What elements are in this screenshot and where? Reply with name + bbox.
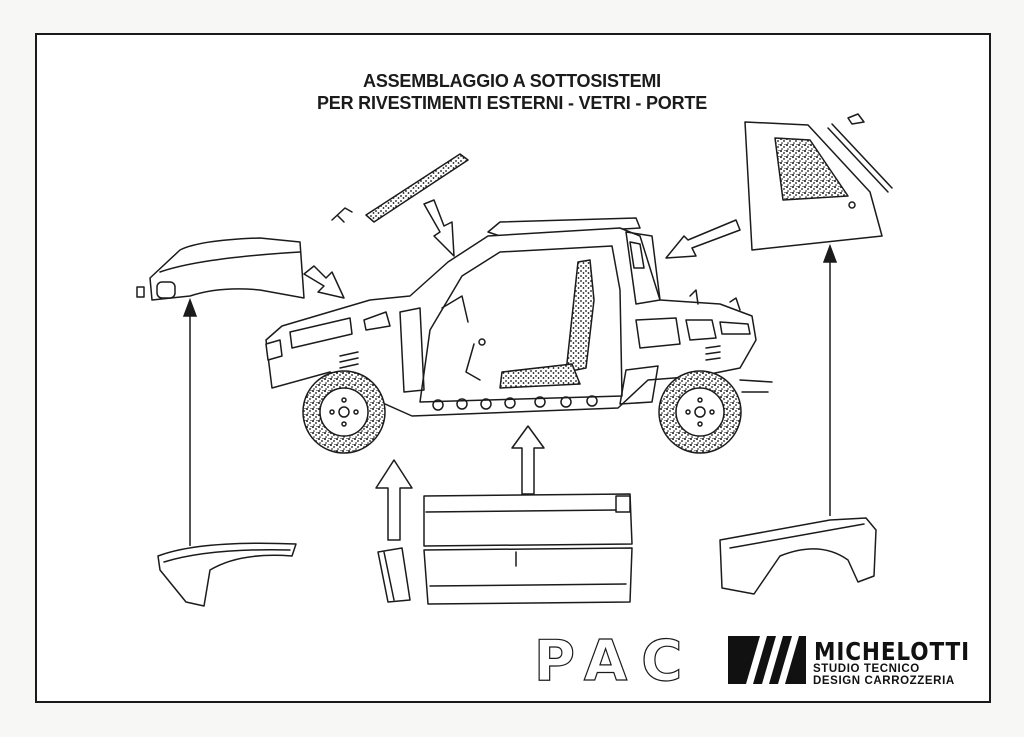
rear-wheel (658, 370, 742, 454)
front-wheel (302, 370, 386, 454)
arrow-to-a-pillar (423, 199, 455, 257)
arrow-sill-up (375, 459, 413, 541)
rear-quarter-window-panel (744, 113, 893, 251)
pac-logo: PAC (533, 628, 696, 694)
title-line-2: PER RIVESTIMENTI ESTERNI - VETRI - PORTE (316, 93, 708, 113)
arrow-door-up (511, 425, 545, 495)
diagram-title: ASSEMBLAGGIO A SOTTOSISTEMI PER RIVESTIM… (0, 70, 1024, 114)
brand-subtitle-line-1: STUDIO TECNICO (813, 663, 920, 675)
seat (499, 259, 595, 389)
arrow-front-arch-up (182, 297, 198, 546)
arrow-to-fender (303, 265, 345, 299)
vehicle-chassis (265, 217, 773, 417)
sill-side-piece (377, 547, 411, 603)
front-fender-panel (136, 237, 305, 301)
front-wheel-arch-panel (157, 542, 297, 607)
pac-logo-text: PAC (534, 629, 696, 694)
rear-wheel-arch-panel (719, 517, 877, 595)
rocker-holes (432, 395, 598, 411)
a-pillar-trim (331, 153, 469, 223)
arrow-to-rear-window (665, 219, 741, 259)
arrow-rear-arch-up (822, 243, 838, 516)
brand-subtitle-line-2: DESIGN CARROZZERIA (813, 675, 955, 687)
michelotti-logo-text: MICHELOTTI (814, 637, 970, 666)
door-panels (423, 493, 633, 605)
michelotti-logo: MICHELOTTI (728, 636, 970, 684)
title-line-1: ASSEMBLAGGIO A SOTTOSISTEMI (363, 71, 661, 91)
